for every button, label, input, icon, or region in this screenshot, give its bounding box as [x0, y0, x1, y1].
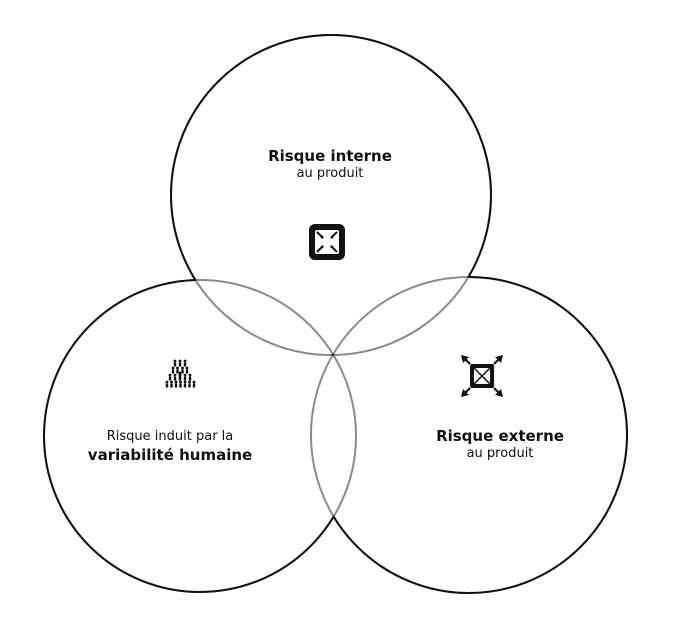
human-variability-risk-label: Risque induit par la variabilité humaine	[50, 428, 290, 464]
circle-internal-risk	[170, 34, 492, 356]
external-risk-subtitle: au produit	[466, 446, 534, 461]
circle-internal-risk-inner	[170, 34, 492, 356]
internal-risk-subtitle: au produit	[296, 166, 364, 181]
outward-arrows-box-icon	[461, 355, 503, 397]
external-risk-title: Risque externe	[436, 427, 564, 445]
human-variability-risk-line1: Risque induit par la	[106, 429, 234, 444]
external-risk-label: Risque externe au produit	[400, 427, 600, 463]
inward-arrows-box-icon	[309, 224, 345, 260]
internal-risk-title: Risque interne	[268, 147, 392, 165]
internal-risk-label: Risque interne au produit	[230, 147, 430, 183]
human-variability-risk-line2: variabilité humaine	[87, 446, 253, 464]
people-pyramid-icon	[165, 359, 196, 388]
